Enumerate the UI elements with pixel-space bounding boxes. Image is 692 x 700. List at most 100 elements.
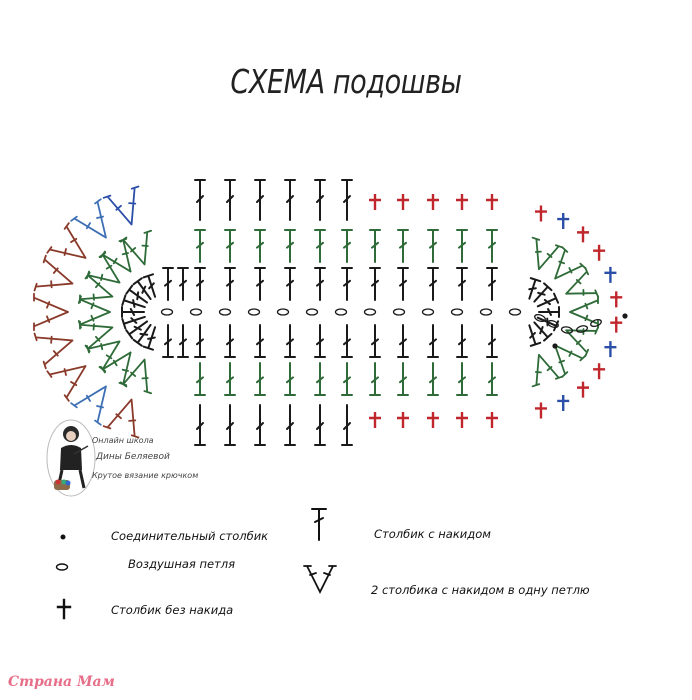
sc-stitch	[557, 213, 570, 230]
dc-stitch	[427, 267, 439, 301]
dc-stitch	[486, 324, 498, 358]
dc-stitch	[456, 362, 468, 396]
dc-stitch	[528, 277, 542, 300]
sc-stitch	[397, 194, 409, 210]
dot-icon	[60, 534, 66, 540]
chain-stitch	[189, 308, 203, 316]
dc-stitch	[224, 324, 236, 358]
author-line-3: Крутое вязание крючком	[92, 471, 199, 480]
sc-stitch	[369, 412, 381, 428]
legend-chain: Воздушная петля	[128, 557, 236, 571]
dc-stitch	[284, 179, 296, 221]
chain-stitch	[450, 308, 464, 316]
slip-stitch	[552, 343, 558, 349]
dc-stitch	[533, 282, 553, 303]
author-line-1: Онлайн школа	[92, 436, 154, 445]
dc-stitch	[341, 179, 353, 221]
dc-stitch	[538, 306, 560, 318]
dc-stitch	[369, 324, 381, 358]
sc-stitch	[593, 363, 606, 380]
dc-stitch	[254, 229, 266, 263]
dc-stitch	[194, 404, 206, 446]
sc-stitch	[577, 381, 590, 398]
chain-stitch	[590, 318, 602, 328]
v-stitch	[79, 294, 111, 330]
dc-stitch	[224, 267, 236, 301]
dc-stitch	[533, 321, 553, 342]
dc-stitch	[528, 324, 542, 347]
sc-stitch	[604, 341, 617, 358]
chain-stitch	[334, 308, 348, 316]
v-stitch	[118, 358, 152, 395]
dc-stitch	[397, 362, 409, 396]
v-stitch	[102, 185, 140, 226]
watermark-text: Страна Мам	[8, 674, 115, 690]
v-stitch	[531, 353, 564, 388]
legend-two-dc: 2 столбика с накидом в одну петлю	[371, 583, 590, 597]
dc-stitch	[369, 267, 381, 301]
sc-stitch	[604, 266, 617, 283]
v-stitch	[102, 398, 140, 439]
sc-stitch	[557, 394, 570, 411]
v-stitch	[33, 254, 74, 292]
dc-stitch	[314, 229, 326, 263]
dc-stitch	[427, 229, 439, 263]
chain-stitch	[392, 308, 406, 316]
v-stitch	[70, 385, 107, 426]
v-stitch	[554, 344, 587, 378]
dc-stitch	[284, 324, 296, 358]
dc-stitch	[341, 404, 353, 446]
chain-oval-icon	[55, 563, 69, 571]
dc-stitch	[224, 229, 236, 263]
dc-stitch	[142, 326, 157, 351]
dc-stitch	[341, 324, 353, 358]
t-stitch-icon	[311, 508, 327, 541]
dc-stitch	[314, 324, 326, 358]
chain-stitch	[575, 325, 589, 333]
dc-stitch	[369, 362, 381, 396]
chain-stitch	[421, 308, 435, 316]
dc-stitch	[397, 267, 409, 301]
sc-stitch	[534, 205, 547, 222]
chain-stitch	[479, 308, 493, 316]
dc-stitch	[194, 229, 206, 263]
dc-stitch	[284, 362, 296, 396]
chain-stitch	[363, 308, 377, 316]
dc-stitch	[162, 324, 174, 358]
dc-stitch	[284, 229, 296, 263]
legend-slip-stitch: Соединительный столбик	[111, 529, 269, 543]
chain-stitch	[534, 313, 546, 323]
sc-stitch	[456, 194, 468, 210]
dc-stitch	[427, 324, 439, 358]
v-stitch	[569, 295, 599, 329]
dc-stitch	[121, 306, 145, 318]
dc-stitch	[369, 229, 381, 263]
v-stitch	[70, 198, 107, 239]
legend-single-crochet: Столбик без накида	[111, 603, 234, 617]
legend-double-crochet: Столбик с накидом	[374, 527, 491, 541]
dc-stitch	[125, 320, 149, 340]
dc-stitch	[132, 323, 152, 347]
slip-stitch	[622, 313, 628, 319]
dc-stitch	[224, 404, 236, 446]
author-avatar-icon	[46, 419, 96, 497]
chain-stitch	[276, 308, 290, 316]
dc-stitch	[194, 179, 206, 221]
dc-stitch	[194, 267, 206, 301]
dc-stitch	[536, 292, 560, 308]
dc-stitch	[177, 324, 189, 358]
sc-stitch	[577, 226, 590, 243]
dc-stitch	[224, 179, 236, 221]
dc-stitch	[142, 273, 157, 298]
sc-stitch	[397, 412, 409, 428]
dc-stitch	[314, 267, 326, 301]
dc-stitch	[121, 315, 146, 330]
v-stitch	[46, 222, 87, 259]
dc-stitch	[397, 324, 409, 358]
dc-stitch	[254, 362, 266, 396]
chain-stitch	[560, 326, 574, 334]
dc-stitch	[456, 324, 468, 358]
crochet-chart	[33, 179, 628, 446]
dc-stitch	[314, 404, 326, 446]
sc-stitch	[610, 291, 623, 308]
